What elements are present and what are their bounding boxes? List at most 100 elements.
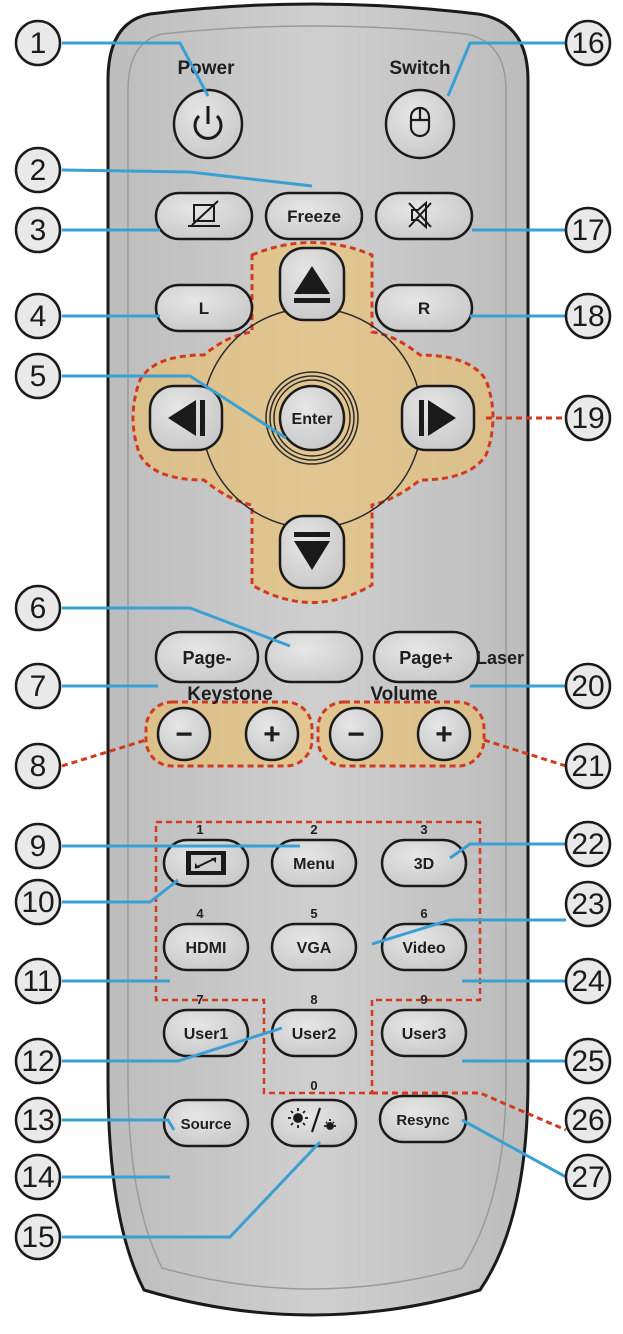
callout-16: 16 [564,19,612,67]
resync-label: Resync [396,1112,449,1129]
power-icon [193,106,223,140]
volume-plus-label: + [435,718,453,751]
user3-label: User3 [402,1026,447,1043]
svg-text:9: 9 [30,830,47,863]
hdmi-label: HDMI [186,940,227,957]
callout-10: 10 [14,878,62,926]
down-arrow-button[interactable] [278,514,346,590]
keypad-digit-8: 8 [310,992,317,1007]
freeze-button[interactable]: Freeze [264,191,364,241]
callout-9: 9 [14,822,62,870]
user1-button[interactable]: User1 [162,1008,250,1058]
keypad-digit-1: 1 [196,822,203,837]
svg-text:14: 14 [21,1161,54,1194]
power-button[interactable] [172,88,244,160]
svg-text:25: 25 [571,1045,604,1078]
blank-button[interactable] [264,630,364,684]
3d-button[interactable]: 3D [380,838,468,888]
svg-text:27: 27 [571,1161,604,1194]
right-arrow-button[interactable] [400,384,476,452]
callout-7: 7 [14,662,62,710]
callout-8: 8 [14,742,62,790]
vga-button[interactable]: VGA [270,922,358,972]
vga-label: VGA [297,940,332,957]
blank-screen-button[interactable] [154,191,254,241]
svg-text:22: 22 [571,828,604,861]
svg-text:17: 17 [571,214,604,247]
page-plus-button[interactable]: Page+ [372,630,480,684]
keypad-digit-0: 0 [310,1078,317,1093]
mute-icon [408,200,432,230]
aspect-ratio-button[interactable] [162,838,250,888]
volume-minus-button[interactable]: − [328,706,384,762]
resync-button[interactable]: Resync [378,1094,468,1144]
keypad-digit-7: 7 [196,992,203,1007]
callout-17: 17 [564,206,612,254]
svg-text:2: 2 [30,154,47,187]
arrow-down-icon [294,532,330,570]
user2-button[interactable]: User2 [270,1008,358,1058]
keystone-label: Keystone [187,684,273,705]
leader-lines [61,41,567,1239]
menu-label: Menu [293,856,335,873]
svg-text:24: 24 [571,965,604,998]
user1-label: User1 [184,1026,229,1043]
svg-text:21: 21 [571,750,604,783]
brightness-button[interactable] [270,1098,358,1148]
group-leader-lines [61,416,567,1132]
l-button[interactable]: L [154,283,254,333]
callout-23: 23 [564,880,612,928]
callout-13: 13 [14,1096,62,1144]
3d-label: 3D [414,856,434,873]
callout-18: 18 [564,292,612,340]
mute-button[interactable] [374,191,474,241]
up-arrow-button[interactable] [278,246,346,322]
callout-22: 22 [564,820,612,868]
r-button[interactable]: R [374,283,474,333]
callout-15: 15 [14,1213,62,1261]
svg-text:5: 5 [30,360,47,393]
laser-label: Laser [476,648,524,668]
switch-button[interactable] [384,88,456,160]
source-button[interactable]: Source [162,1098,250,1148]
callout-4: 4 [14,292,62,340]
callout-21: 21 [564,742,612,790]
enter-button[interactable]: Enter [265,371,359,465]
mouse-icon [409,106,431,138]
keypad-digit-4: 4 [196,906,204,921]
svg-text:1: 1 [30,27,47,60]
menu-button[interactable]: Menu [270,838,358,888]
user3-button[interactable]: User3 [380,1008,468,1058]
page-plus-label: Page+ [399,648,453,668]
svg-text:11: 11 [22,965,53,998]
callout-12: 12 [14,1037,62,1085]
svg-text:16: 16 [571,27,604,60]
svg-text:3: 3 [30,214,47,247]
page-minus-button[interactable]: Page- [154,630,260,684]
svg-text:20: 20 [571,670,604,703]
keystone-plus-button[interactable]: + [244,706,300,762]
brightness-icon [288,1107,336,1133]
svg-text:26: 26 [571,1104,604,1137]
callout-5: 5 [14,352,62,400]
freeze-label: Freeze [287,207,341,226]
volume-plus-button[interactable]: + [416,706,472,762]
keystone-minus-button[interactable]: − [156,706,212,762]
left-arrow-button[interactable] [148,384,224,452]
video-button[interactable]: Video [380,922,468,972]
switch-label: Switch [389,58,450,79]
keystone-plus-label: + [263,718,281,751]
callout-24: 24 [564,957,612,1005]
power-label: Power [177,58,235,79]
hdmi-button[interactable]: HDMI [162,922,250,972]
keypad-digit-5: 5 [310,906,317,921]
arrow-left-icon [168,400,205,436]
callout-3: 3 [14,206,62,254]
volume-label: Volume [370,684,437,705]
callout-2: 2 [14,146,62,194]
keypad-digit-6: 6 [420,906,427,921]
arrow-up-icon [294,266,330,303]
callout-11: 11 [14,957,62,1005]
